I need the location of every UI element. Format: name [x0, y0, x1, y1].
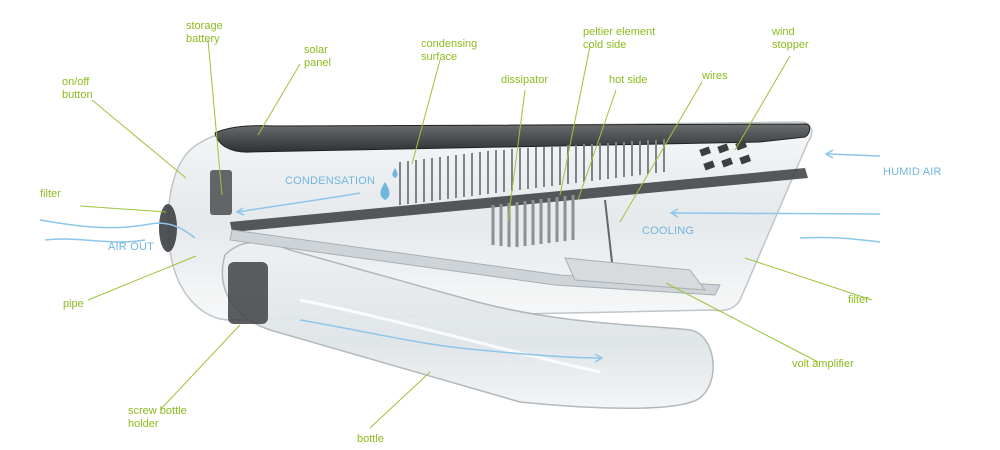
- inner-rail: [230, 168, 808, 232]
- wires-shape: [604, 199, 613, 263]
- label-filter-right: filter: [848, 294, 869, 306]
- label-filter-left: filter: [40, 188, 61, 200]
- label-wind-stopper: wind stopper: [772, 26, 809, 51]
- label-pipe: pipe: [63, 298, 84, 310]
- label-hot-side: hot side: [609, 74, 648, 86]
- bottle-highlight: [299, 298, 601, 374]
- wind-stopper-vents: [699, 140, 752, 171]
- water-drop-small-icon: [392, 168, 398, 178]
- label-on-off-button: on/off button: [62, 76, 93, 101]
- flow-humid-air: HUMID AIR: [883, 166, 942, 178]
- filter-left-shape: [159, 204, 177, 252]
- battery-shape: [210, 170, 232, 215]
- label-solar-panel: solar panel: [304, 44, 331, 69]
- label-wires: wires: [702, 70, 728, 82]
- bottle-shape: [221, 241, 714, 409]
- label-screw-bottle-holder: screw bottle holder: [128, 405, 187, 430]
- dissipator-fins: [491, 195, 575, 247]
- flow-condensation: CONDENSATION: [285, 175, 376, 187]
- label-bottle: bottle: [357, 433, 384, 445]
- bottle-holder-shape: [228, 262, 268, 324]
- solar-panel-shape: [214, 123, 811, 153]
- flow-cooling: COOLING: [642, 225, 695, 237]
- leader-lines: [79, 39, 873, 429]
- label-peltier-cold-side: peltier element cold side: [583, 26, 656, 51]
- condensing-fins: [399, 139, 665, 205]
- airflow-lines: [39, 149, 881, 363]
- flow-air-out: AIR OUT: [108, 241, 155, 253]
- label-condensing-surface: condensing surface: [421, 38, 478, 63]
- label-volt-amplifier: volt amplifier: [792, 358, 854, 370]
- water-drop-icon: [380, 182, 390, 200]
- label-storage-battery: storage battery: [186, 20, 223, 45]
- label-dissipator: dissipator: [501, 74, 549, 86]
- volt-amplifier-shape: [564, 257, 707, 291]
